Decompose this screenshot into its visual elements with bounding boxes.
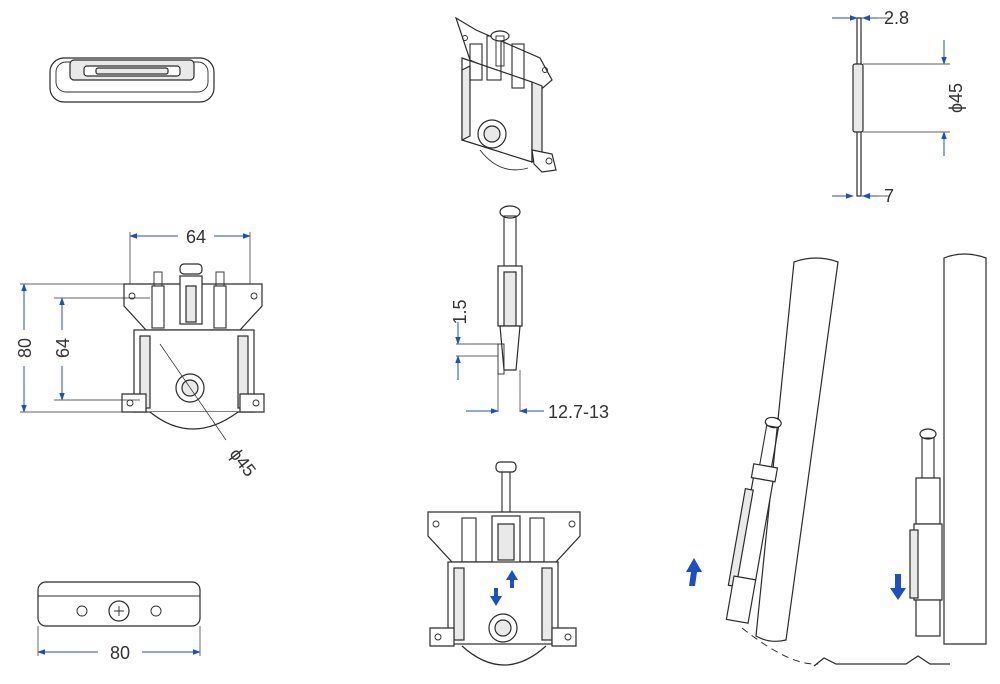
- dim-profile-offset: 1.5: [450, 299, 470, 324]
- isometric-view: [454, 16, 557, 173]
- profile-view: 1.5 12.7-13: [450, 205, 609, 422]
- dim-front-height-total: 80: [15, 338, 35, 358]
- arrow-up-icon: [506, 570, 518, 588]
- dim-front-wheel-dia: ϕ45: [226, 444, 260, 480]
- top-view: [49, 57, 215, 103]
- adjustment-view: [427, 461, 581, 666]
- arrow-up-icon: [686, 558, 702, 586]
- dim-side-thickness-top: 2.8: [884, 8, 909, 28]
- dim-front-width-top: 64: [186, 227, 206, 247]
- installation-view: [686, 253, 987, 667]
- side-view: 2.8 7 ϕ45: [832, 8, 966, 206]
- dim-side-thickness-bottom: 7: [884, 186, 894, 206]
- dim-profile-width: 12.7-13: [548, 402, 609, 422]
- arrow-down-icon: [890, 574, 906, 600]
- dim-bottom-width: 80: [110, 643, 130, 663]
- dim-front-height-inner: 64: [53, 338, 73, 358]
- arrow-down-icon: [490, 588, 502, 606]
- bottom-view: 80: [37, 581, 201, 663]
- dim-side-wheel-dia: ϕ45: [946, 83, 966, 113]
- front-view: 64 80 64 ϕ45: [15, 227, 265, 480]
